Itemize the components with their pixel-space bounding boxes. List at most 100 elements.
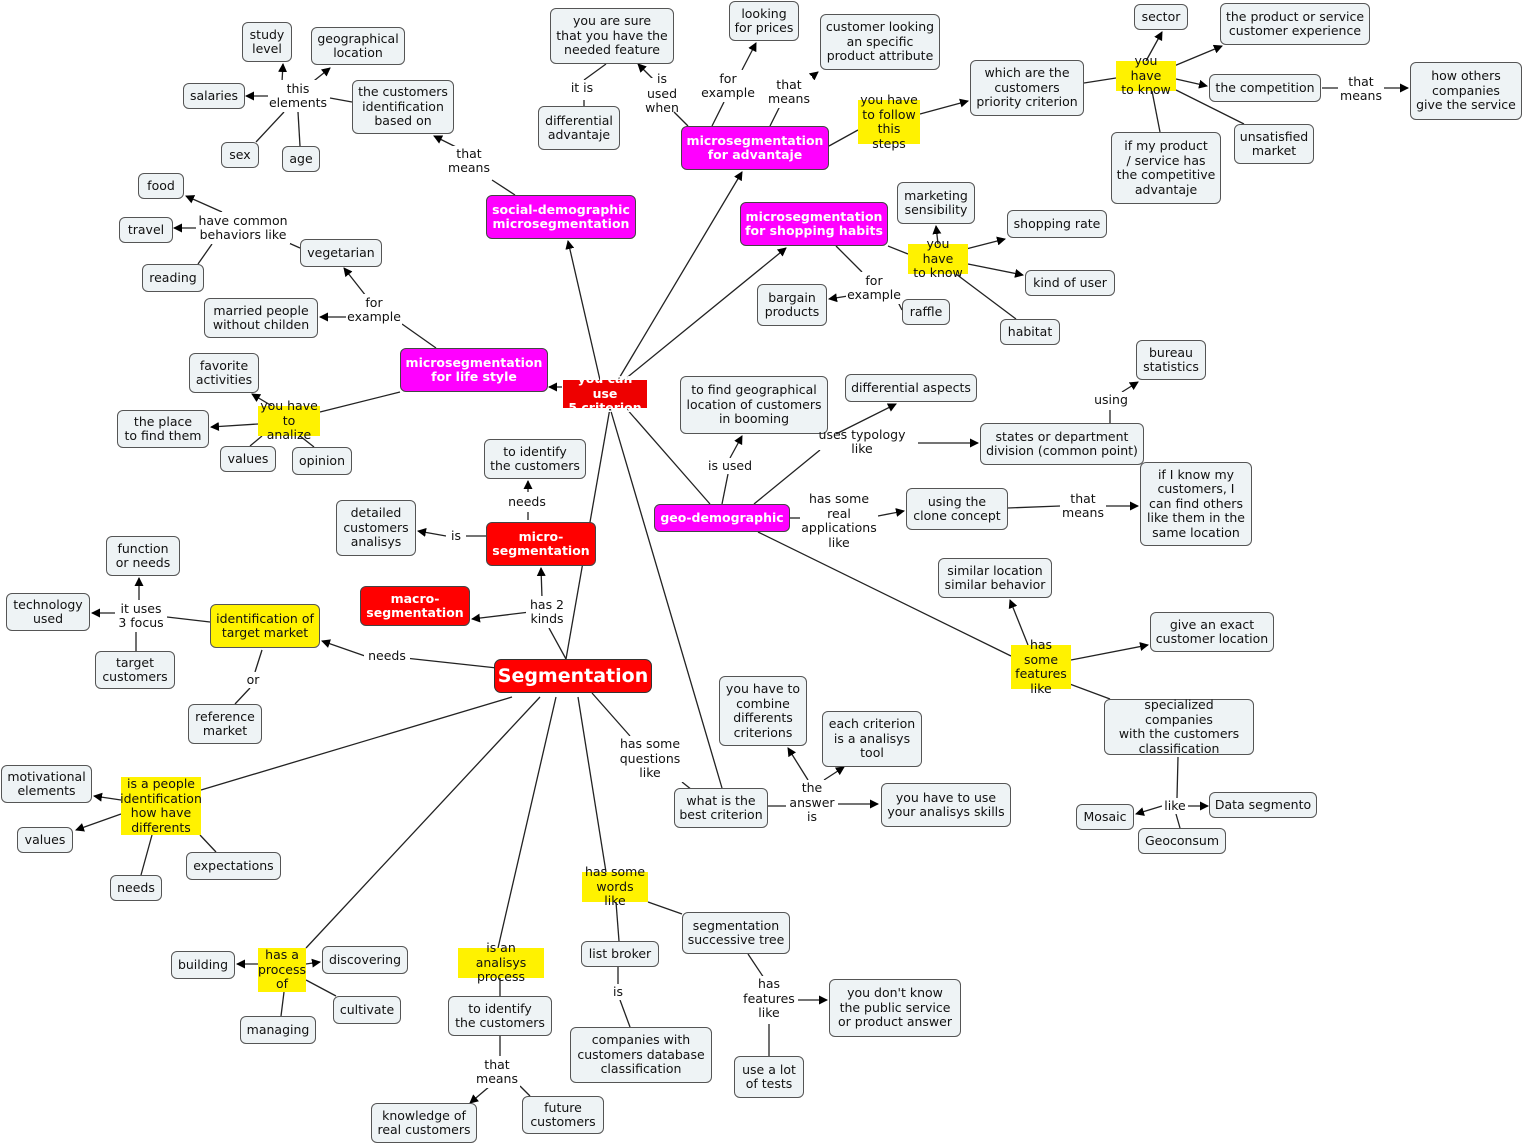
kind-of-user[interactable]: kind of user [1025, 270, 1115, 296]
the-place-to-find-them[interactable]: the place to find them [117, 410, 209, 448]
mosaic[interactable]: Mosaic [1076, 804, 1134, 830]
list-broker[interactable]: list broker [581, 941, 659, 967]
sector[interactable]: sector [1134, 4, 1188, 30]
customers-priority-criterion[interactable]: which are the customers priority criteri… [970, 60, 1084, 116]
food[interactable]: food [138, 173, 184, 199]
the-competition[interactable]: the competition [1209, 74, 1321, 102]
future-customers[interactable]: future customers [522, 1096, 604, 1134]
differential-aspects[interactable]: differential aspects [845, 374, 977, 402]
each-criterion-analisys-tool[interactable]: each criterion is a analisys tool [822, 711, 922, 767]
connector-line [647, 901, 683, 915]
microsegmentation-advantaje[interactable]: microsegmentation for advantaje [681, 126, 829, 170]
link-label-needs-2: needs [504, 494, 550, 510]
connector-line [932, 225, 942, 245]
companies-with-customers-database[interactable]: companies with customers database classi… [570, 1027, 712, 1083]
cultivate[interactable]: cultivate [333, 996, 401, 1024]
values-people[interactable]: values [17, 827, 73, 853]
connector-line [210, 421, 259, 431]
what-is-the-best-criterion[interactable]: what is the best criterion [674, 788, 768, 828]
marketing-sensibility[interactable]: marketing sensibility [897, 182, 975, 224]
unsatisfied-market[interactable]: unsatisfied market [1234, 124, 1314, 164]
customers-identification-based-on[interactable]: the customers identification based on [352, 80, 454, 134]
differential-advantaje[interactable]: differential advantaje [538, 106, 620, 150]
social-demographic-microsegmentation[interactable]: social-demographic microsegmentation [486, 195, 636, 239]
favorite-activities[interactable]: favorite activities [189, 353, 259, 393]
combine-differents-criterions[interactable]: you have to combine differents criterion… [719, 676, 807, 746]
married-people-without-childen[interactable]: married people without childen [204, 298, 318, 338]
give-exact-customer-location[interactable]: give an exact customer location [1150, 612, 1274, 652]
link-label-that-means-1: that means [446, 146, 492, 176]
link-label-needs: needs [364, 648, 410, 664]
reference-market[interactable]: reference market [188, 704, 262, 744]
states-department-division[interactable]: states or department division (common po… [980, 423, 1144, 465]
link-label-for-example-3: for example [846, 272, 902, 304]
if-i-know-my-customers[interactable]: if I know my customers, I can find other… [1140, 462, 1252, 546]
macro-segmentation[interactable]: macro- segmentation [360, 586, 470, 626]
customer-looking-product-attribute[interactable]: customer looking an specific product att… [820, 14, 940, 70]
vegetarian[interactable]: vegetarian [300, 239, 382, 267]
geo-demographic[interactable]: geo-demographic [654, 504, 790, 532]
connector-line [1145, 31, 1163, 62]
connector-line [278, 63, 288, 83]
geographical-location[interactable]: geographical location [311, 27, 405, 65]
connector-line [321, 639, 366, 657]
habitat[interactable]: habitat [1000, 319, 1060, 345]
raffle[interactable]: raffle [902, 299, 950, 325]
specialized-companies-classification[interactable]: specialized companies with the customers… [1104, 697, 1254, 755]
you-can-use-5-criterion: you can use 5 criterion [563, 372, 647, 415]
needs-people[interactable]: needs [110, 875, 162, 901]
connector-line [828, 293, 849, 303]
target-customers[interactable]: target customers [95, 651, 175, 689]
reading[interactable]: reading [142, 264, 204, 292]
to-identify-the-customers-2[interactable]: to identify the customers [448, 996, 552, 1036]
product-service-customer-experience[interactable]: the product or service customer experien… [1220, 3, 1370, 45]
travel[interactable]: travel [119, 217, 173, 243]
expectations[interactable]: expectations [186, 852, 281, 880]
detailed-customers-analisys[interactable]: detailed customers analisys [336, 500, 416, 556]
age[interactable]: age [282, 146, 320, 172]
how-others-companies-give-service[interactable]: how others companies give the service [1410, 62, 1522, 120]
connector-line [919, 98, 969, 115]
salaries[interactable]: salaries [183, 83, 245, 109]
connector-line [329, 97, 353, 103]
bureau-statistics[interactable]: bureau statistics [1136, 340, 1206, 380]
shopping-rate[interactable]: shopping rate [1007, 210, 1107, 238]
segmentation-root[interactable]: Segmentation [494, 659, 652, 693]
study-level[interactable]: study level [242, 22, 292, 62]
you-have-to-follow-steps: you have to follow this steps [858, 92, 920, 150]
discovering[interactable]: discovering [322, 946, 408, 974]
micro-segmentation[interactable]: micro- segmentation [486, 522, 596, 566]
looking-for-prices[interactable]: looking for prices [729, 1, 799, 41]
identification-target-market[interactable]: identification of target market [210, 604, 320, 648]
use-your-analisys-skills[interactable]: you have to use your analisys skills [881, 783, 1011, 827]
knowledge-of-real-customers[interactable]: knowledge of real customers [371, 1103, 477, 1143]
values-life-style[interactable]: values [220, 446, 276, 472]
dont-know-public-service[interactable]: you don't know the public service or pro… [829, 979, 961, 1037]
connector-line [609, 407, 723, 789]
to-identify-the-customers[interactable]: to identify the customers [484, 439, 586, 479]
geoconsum[interactable]: Geoconsum [1138, 828, 1226, 854]
use-a-lot-of-tests[interactable]: use a lot of tests [734, 1056, 804, 1098]
microsegmentation-life-style[interactable]: microsegmentation for life style [400, 348, 548, 392]
data-segmento[interactable]: Data segmento [1209, 792, 1317, 818]
bargain-products[interactable]: bargain products [757, 284, 827, 326]
find-geographical-location-booming[interactable]: to find geographical location of custome… [680, 376, 828, 434]
connector-line [711, 101, 725, 127]
link-label-that-means-4: that means [1060, 490, 1106, 522]
building[interactable]: building [171, 951, 235, 979]
similar-location-similar-behavior[interactable]: similar location similar behavior [938, 558, 1052, 598]
has-some-words-like: has some words like [582, 865, 648, 908]
motivational-elements[interactable]: motivational elements [1, 765, 92, 803]
technology-used[interactable]: technology used [6, 593, 90, 631]
microsegmentation-shopping-habits[interactable]: microsegmentation for shopping habits [740, 202, 888, 246]
sex[interactable]: sex [221, 142, 259, 168]
segmentation-successive-tree[interactable]: segmentation successive tree [682, 912, 790, 954]
function-or-needs[interactable]: function or needs [106, 536, 180, 576]
connector-line [747, 953, 765, 979]
you-are-sure-needed-feature[interactable]: you are sure that you have the needed fe… [550, 8, 674, 64]
managing[interactable]: managing [240, 1016, 316, 1044]
opinion[interactable]: opinion [292, 447, 352, 475]
competitive-advantaje[interactable]: if my product / service has the competit… [1111, 132, 1221, 204]
using-the-clone-concept[interactable]: using the clone concept [906, 488, 1008, 530]
connector-line [757, 531, 1012, 657]
